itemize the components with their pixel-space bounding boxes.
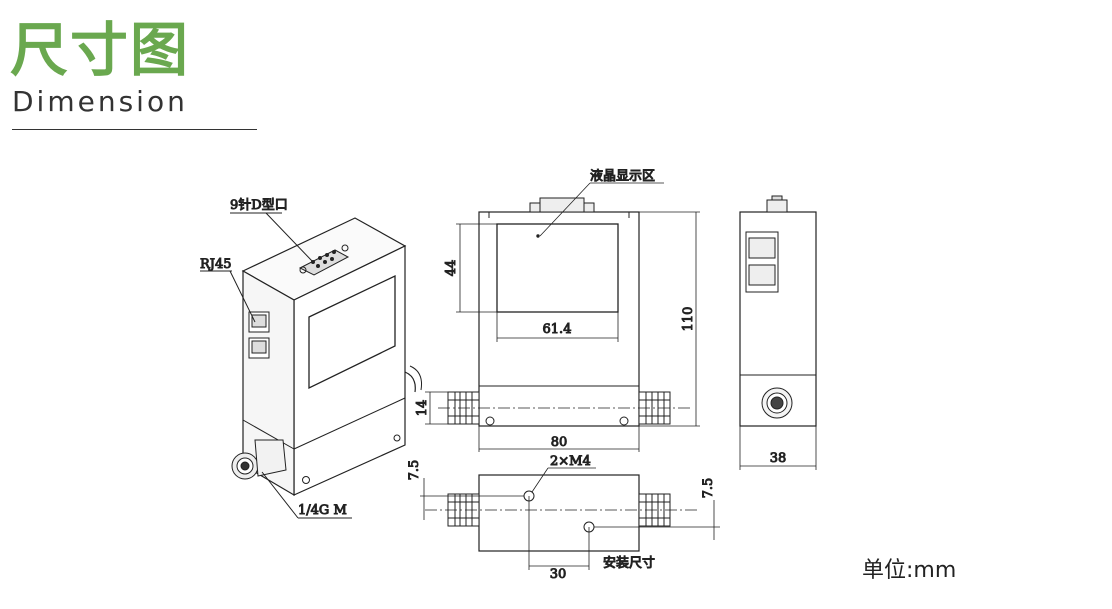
side-dimensions — [739, 426, 817, 470]
bottom-view — [425, 474, 700, 552]
isometric-view — [231, 217, 422, 497]
depth-dim: 38 — [770, 451, 787, 466]
title-cn: 尺寸图 — [10, 16, 191, 84]
front-view — [438, 197, 690, 427]
isometric-leaders — [200, 212, 352, 519]
width-dim: 80 — [551, 435, 568, 450]
unit-label: 单位:mm — [862, 558, 957, 583]
lcd-height-dim: 44 — [444, 260, 459, 277]
rj45-label: RJ45 — [200, 257, 232, 272]
hole-offset-right-dim: 7.5 — [701, 478, 716, 499]
mount-label: 安装尺寸 — [603, 556, 655, 571]
bottom-dimensions — [420, 467, 720, 570]
hole-spacing-dim: 30 — [550, 567, 567, 582]
lcd-label: 液晶显示区 — [590, 169, 655, 184]
holes-label: 2×M4 — [550, 454, 591, 469]
title-divider — [12, 129, 257, 130]
hole-offset-left-dim: 7.5 — [407, 460, 422, 481]
height-dim: 110 — [681, 307, 696, 332]
front-dimensions — [425, 182, 700, 452]
dsub-label: 9针D型口 — [230, 198, 288, 213]
fitting-label: 1/4G M — [298, 503, 347, 518]
lcd-width-dim: 61.4 — [543, 322, 572, 337]
side-view — [739, 195, 817, 427]
fitting-height-dim: 14 — [415, 400, 430, 417]
title-en: Dimension — [12, 85, 188, 118]
